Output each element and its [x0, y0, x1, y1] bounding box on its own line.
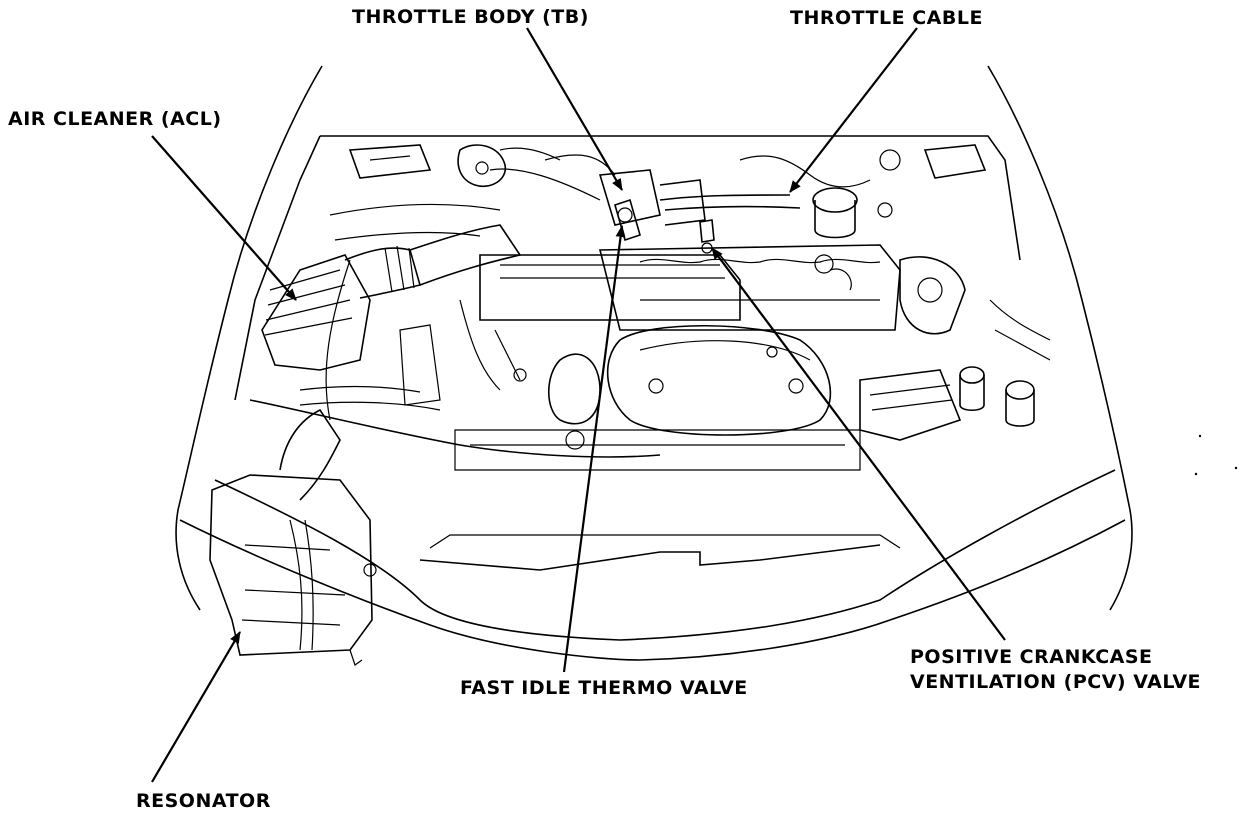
resonator-label: RESONATOR — [136, 790, 271, 812]
air-cleaner-housing — [261, 224, 522, 371]
throttle-cable-label: THROTTLE CABLE — [790, 7, 983, 29]
resonator-body — [209, 408, 377, 666]
fast-idle-label: FAST IDLE THERMO VALVE — [460, 677, 748, 699]
pcv-label-line1: POSITIVE CRANKCASE — [910, 646, 1153, 668]
throttle-cable-leader — [789, 27, 918, 193]
air-cleaner-label: AIR CLEANER (ACL) — [8, 108, 222, 130]
right-side-components — [814, 144, 1051, 441]
car-body-outline — [175, 65, 1133, 661]
pcv-leader — [711, 247, 1006, 641]
resonator-leader — [151, 631, 241, 783]
left-side-components — [249, 144, 661, 458]
air-cleaner-leader — [151, 135, 297, 301]
throttle-cable-run — [659, 149, 901, 239]
throttle-body-label: THROTTLE BODY (TB) — [352, 6, 589, 28]
engine-block — [479, 244, 901, 450]
pcv-label-line2: VENTILATION (PCV) VALVE — [910, 671, 1201, 693]
fast-idle-leader — [562, 225, 626, 673]
throttle-body-assembly — [489, 147, 706, 242]
scan-speckles — [1194, 434, 1238, 476]
throttle-body-leader — [526, 27, 623, 191]
leader-lines — [151, 27, 1006, 783]
